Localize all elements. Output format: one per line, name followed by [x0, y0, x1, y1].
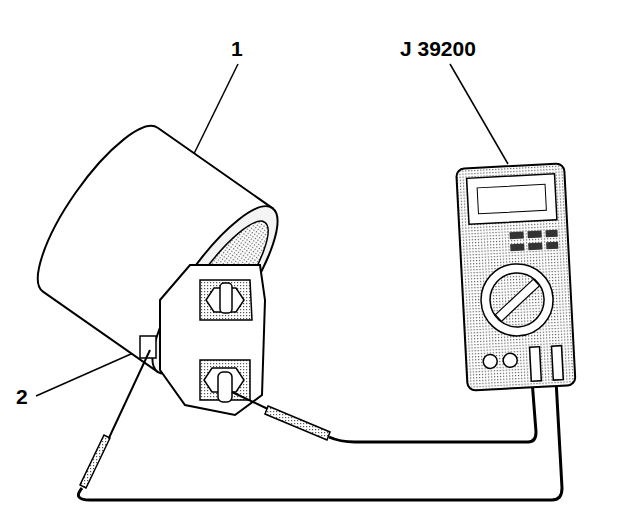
- terminal-block: [140, 265, 265, 415]
- lead-plug: [530, 347, 542, 381]
- dial-ring: [479, 262, 555, 338]
- multimeter: [456, 163, 575, 390]
- probe-tip: [108, 350, 150, 440]
- test-lead: [78, 380, 562, 500]
- lead-plug: [552, 346, 564, 380]
- meter-display: [467, 174, 557, 225]
- leader-line: [36, 350, 140, 396]
- meter-case: [456, 163, 575, 390]
- stud: [218, 372, 232, 402]
- tool-number: J 39200: [400, 38, 476, 59]
- input-jack: [483, 354, 498, 369]
- dial-pointer: [495, 279, 539, 321]
- input-jack: [503, 353, 518, 368]
- terminal-boss: [200, 280, 252, 320]
- callout-number: 2: [16, 386, 28, 407]
- terminal-housing: [160, 265, 265, 415]
- probe-tip: [232, 392, 270, 410]
- meter-buttons: [509, 230, 558, 251]
- display-window: [477, 184, 546, 214]
- probe-handle: [265, 406, 330, 440]
- stud: [220, 283, 232, 313]
- leader-line: [450, 64, 508, 164]
- dial: [489, 272, 546, 329]
- callout-number: 1: [231, 38, 243, 59]
- probe-handle: [80, 435, 110, 488]
